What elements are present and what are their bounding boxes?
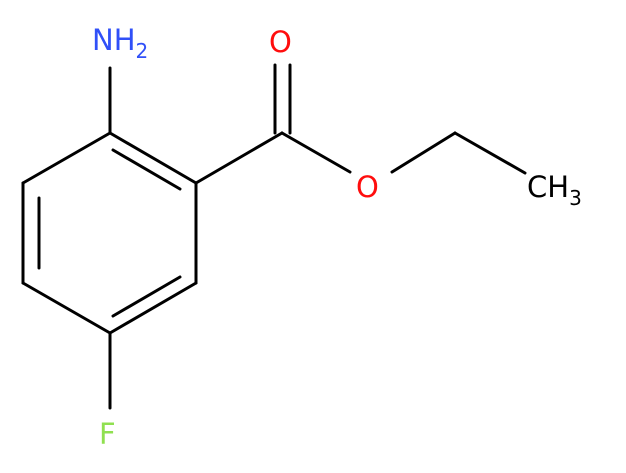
- bond-ch2-ch3: [453, 131, 527, 175]
- bond-ring-inner-1: [111, 148, 182, 191]
- bond-carbonyl-ester-o: [280, 131, 352, 174]
- fluorine-label: F: [99, 417, 116, 451]
- bond-ring-c1-c2: [108, 131, 198, 185]
- ester-oxygen-label: O: [356, 170, 379, 204]
- amine-label: NH2: [92, 23, 148, 63]
- methyl-label: CH3: [527, 170, 582, 210]
- bond-ring-c3-c4: [108, 281, 198, 335]
- bonds: [21, 63, 527, 410]
- bond-ring-inner-2: [111, 275, 182, 318]
- bond-ring-c6-c1: [21, 131, 112, 185]
- bond-ester-o-ch2: [390, 131, 457, 174]
- bond-c2-carbonyl: [194, 131, 284, 185]
- carbonyl-oxygen-label: O: [269, 25, 292, 59]
- bond-ring-c4-c5: [21, 281, 112, 335]
